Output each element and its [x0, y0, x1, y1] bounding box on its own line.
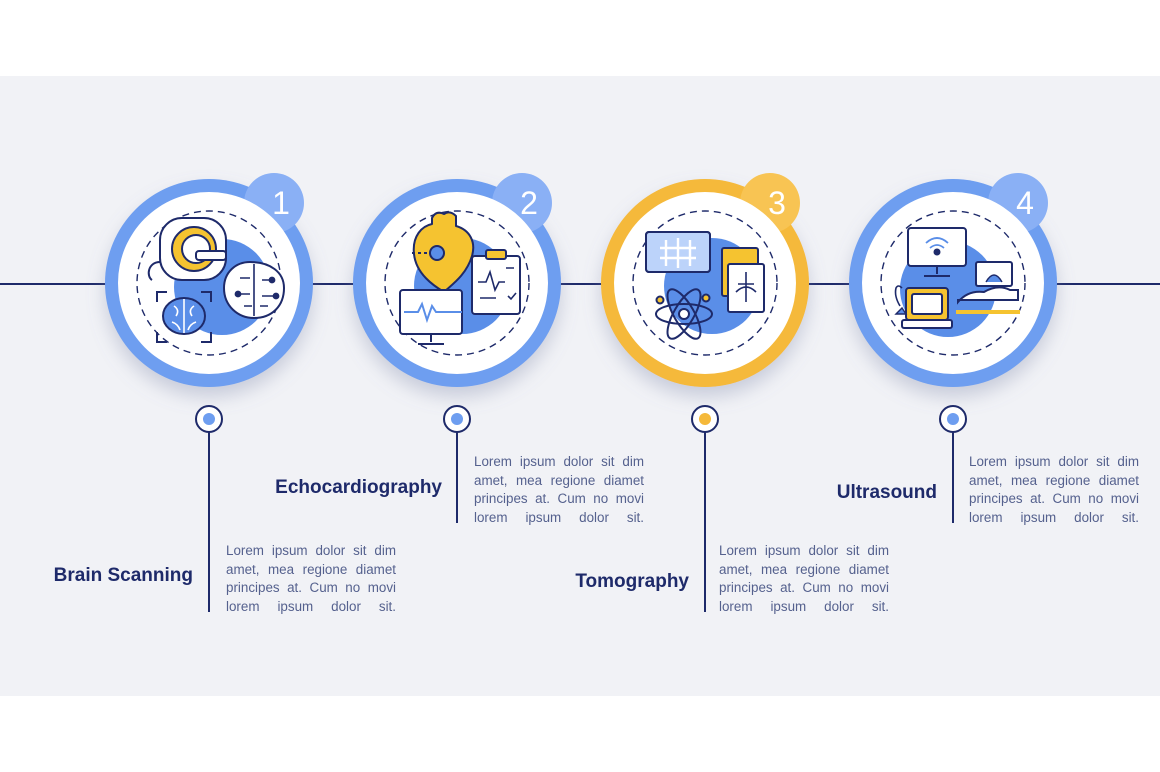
step-2-description: Lorem ipsum dolor sit dim amet, mea regi…	[474, 454, 644, 525]
step-3-title: Tomography	[575, 571, 689, 592]
step-4-dashed-orbit	[880, 210, 1026, 356]
step-2-dashed-orbit	[384, 210, 530, 356]
brain-circuit-icon	[222, 260, 286, 320]
step-4-number: 4	[1016, 185, 1034, 221]
step-1-title: Brain Scanning	[53, 565, 193, 586]
mri-scanner-icon	[147, 217, 227, 281]
step-3: 3	[601, 173, 809, 387]
bullet-3	[691, 405, 719, 433]
step-3-dashed-orbit	[632, 210, 778, 356]
ultrasound-monitor-icon	[907, 227, 967, 277]
step-4-description: Lorem ipsum dolor sit dim amet, mea regi…	[969, 454, 1139, 525]
step-1: 1	[105, 173, 313, 387]
step-3-description: Lorem ipsum dolor sit dim amet, mea regi…	[719, 543, 889, 614]
step-1-number: 1	[272, 185, 290, 221]
ultrasound-machine-icon	[894, 285, 953, 329]
bullet-4	[939, 405, 967, 433]
step-3-number: 3	[768, 185, 786, 221]
bullet-2	[443, 405, 471, 433]
scan-report-icon	[721, 247, 765, 313]
brain-icon	[156, 291, 212, 343]
step-4: 4	[849, 173, 1057, 387]
heart-monitor-icon	[399, 289, 463, 345]
step-2: 2	[353, 173, 561, 387]
patient-bed-icon	[956, 261, 1020, 314]
step-2-number: 2	[520, 185, 538, 221]
medical-chart-icon	[471, 249, 521, 315]
xray-film-icon	[645, 231, 711, 273]
bullet-1	[195, 405, 223, 433]
atom-icon	[655, 288, 713, 340]
step-1-description: Lorem ipsum dolor sit dim amet, mea regi…	[226, 543, 396, 614]
step-4-title: Ultrasound	[836, 482, 937, 503]
step-2-title: Echocardiography	[275, 477, 442, 498]
